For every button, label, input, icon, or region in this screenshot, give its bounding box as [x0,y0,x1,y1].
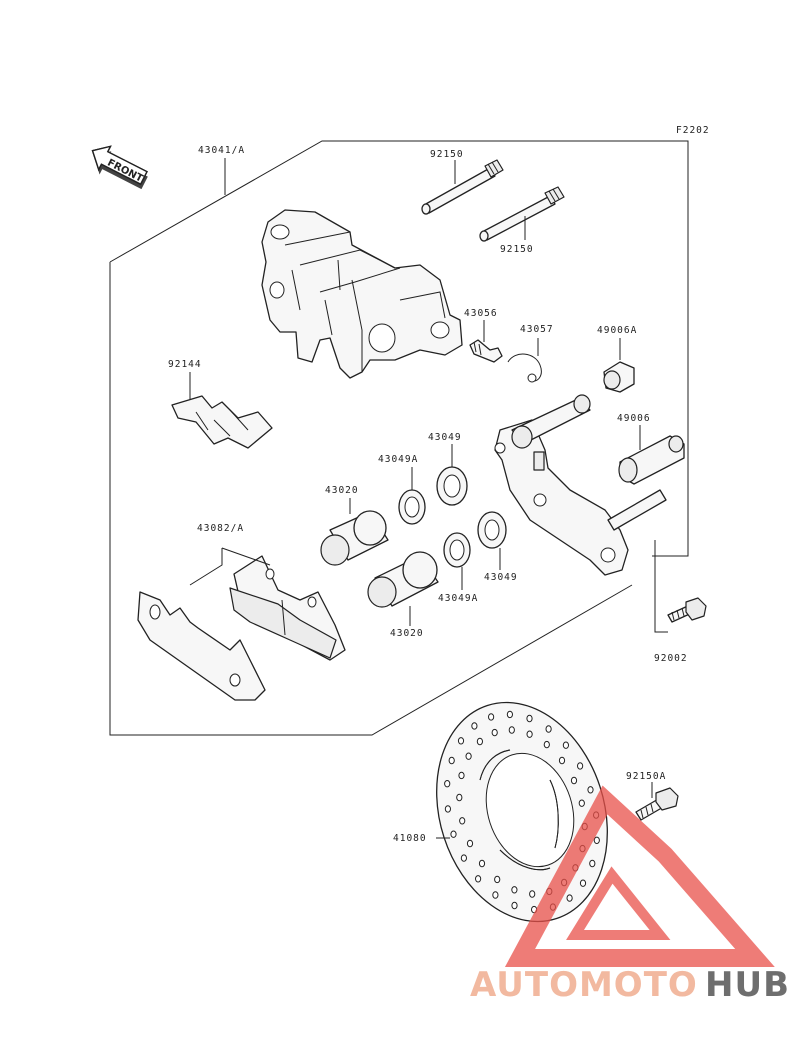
disc-vent-hole [450,830,457,838]
label-caliper: 43041/A [198,145,245,156]
label-seal-bottom: 43049 [484,572,518,583]
label-seal-a-bottom: 43049A [438,593,478,604]
disc-vent-hole [543,740,550,749]
label-spring: 92144 [168,359,202,370]
disc-vent-hole [511,886,518,894]
disc-bolt [635,787,679,821]
disc-vent-hole [444,780,451,788]
watermark-logo: AUTOMOTO HUB [470,785,790,1005]
disc-vent-hole [526,730,533,738]
disc-vent-hole [511,901,518,910]
disc-vent-hole [488,713,495,721]
piston-seal-top [436,466,468,506]
label-seal-top: 43049 [428,432,462,443]
watermark-word2: HUB [705,965,790,1005]
disc-vent-hole [593,836,600,844]
leader-bolt [654,540,668,633]
dust-boot [603,361,635,393]
figure-code: F2202 [676,125,710,136]
label-boot: 49006A [597,325,637,336]
front-arrow-icon: FRONT [91,145,148,190]
label-pads: 43082/A [197,523,244,534]
disc-vent-hole [529,890,536,898]
disc-vent-hole [545,725,552,733]
disc-vent-hole [471,722,478,730]
disc-vent-hole [506,710,513,719]
disc-vent-hole [587,786,594,794]
disc-vent-hole [444,805,451,813]
label-pin-bottom: 92150 [500,244,534,255]
disc-vent-hole [476,737,483,746]
caliper-body [261,209,463,379]
disc-vent-hole [459,817,466,825]
piston-seal-a-top [398,489,426,525]
piston-bottom [367,551,439,608]
bleeder-valve [469,339,503,363]
pad-spring [171,395,273,449]
disc-vent-hole [475,875,482,883]
disc-vent-hole [526,714,533,723]
label-clip: 43057 [520,324,554,335]
disc-vent-hole [578,799,585,807]
disc-vent-hole [577,762,584,770]
piston-top [320,510,389,566]
disc-vent-hole [466,839,474,848]
disc-vent-hole [491,728,498,737]
label-bleeder: 43056 [464,308,498,319]
leader-pads-2 [221,547,271,566]
piston-seal-bottom [477,511,507,549]
slide-pin-bottom [479,186,565,242]
watermark-word1: AUTOMOTO [470,965,698,1005]
caliper-bracket [494,394,667,576]
disc-vent-hole [494,875,501,884]
disc-vent-hole [562,741,570,749]
bracket-pin [618,435,685,485]
leader-pads [189,548,223,586]
disc-vent-hole [566,894,573,902]
retaining-clip [507,353,542,383]
label-piston-bottom: 43020 [390,628,424,639]
slide-pin-top [421,159,504,215]
label-piston-top: 43020 [325,485,359,496]
label-disc-bolt: 92150A [626,771,666,782]
label-disc: 41080 [393,833,427,844]
label-seal-a-top: 43049A [378,454,418,465]
disc-vent-hole [457,737,465,745]
label-bolt: 92002 [654,653,688,664]
disc-vent-hole [448,756,455,765]
disc-vent-hole [456,793,463,802]
assembly-frame [109,140,689,557]
piston-seal-a-bottom [443,532,471,568]
bracket-bolt [667,597,707,623]
disc-vent-hole [492,891,499,899]
disc-vent-hole [458,771,465,780]
disc-vent-hole [589,859,596,868]
disc-vent-hole [579,879,587,887]
disc-vent-hole [460,854,467,862]
disc-vent-hole [465,752,472,760]
brake-pads [137,555,346,701]
disc-vent-hole [570,776,578,785]
disc-vent-hole [558,756,566,765]
disc-vent-hole [478,859,486,868]
label-bracket-pin: 49006 [617,413,651,424]
label-pin-top: 92150 [430,149,464,160]
disc-vent-hole [508,726,515,734]
assembly-frame-lower [109,262,633,736]
